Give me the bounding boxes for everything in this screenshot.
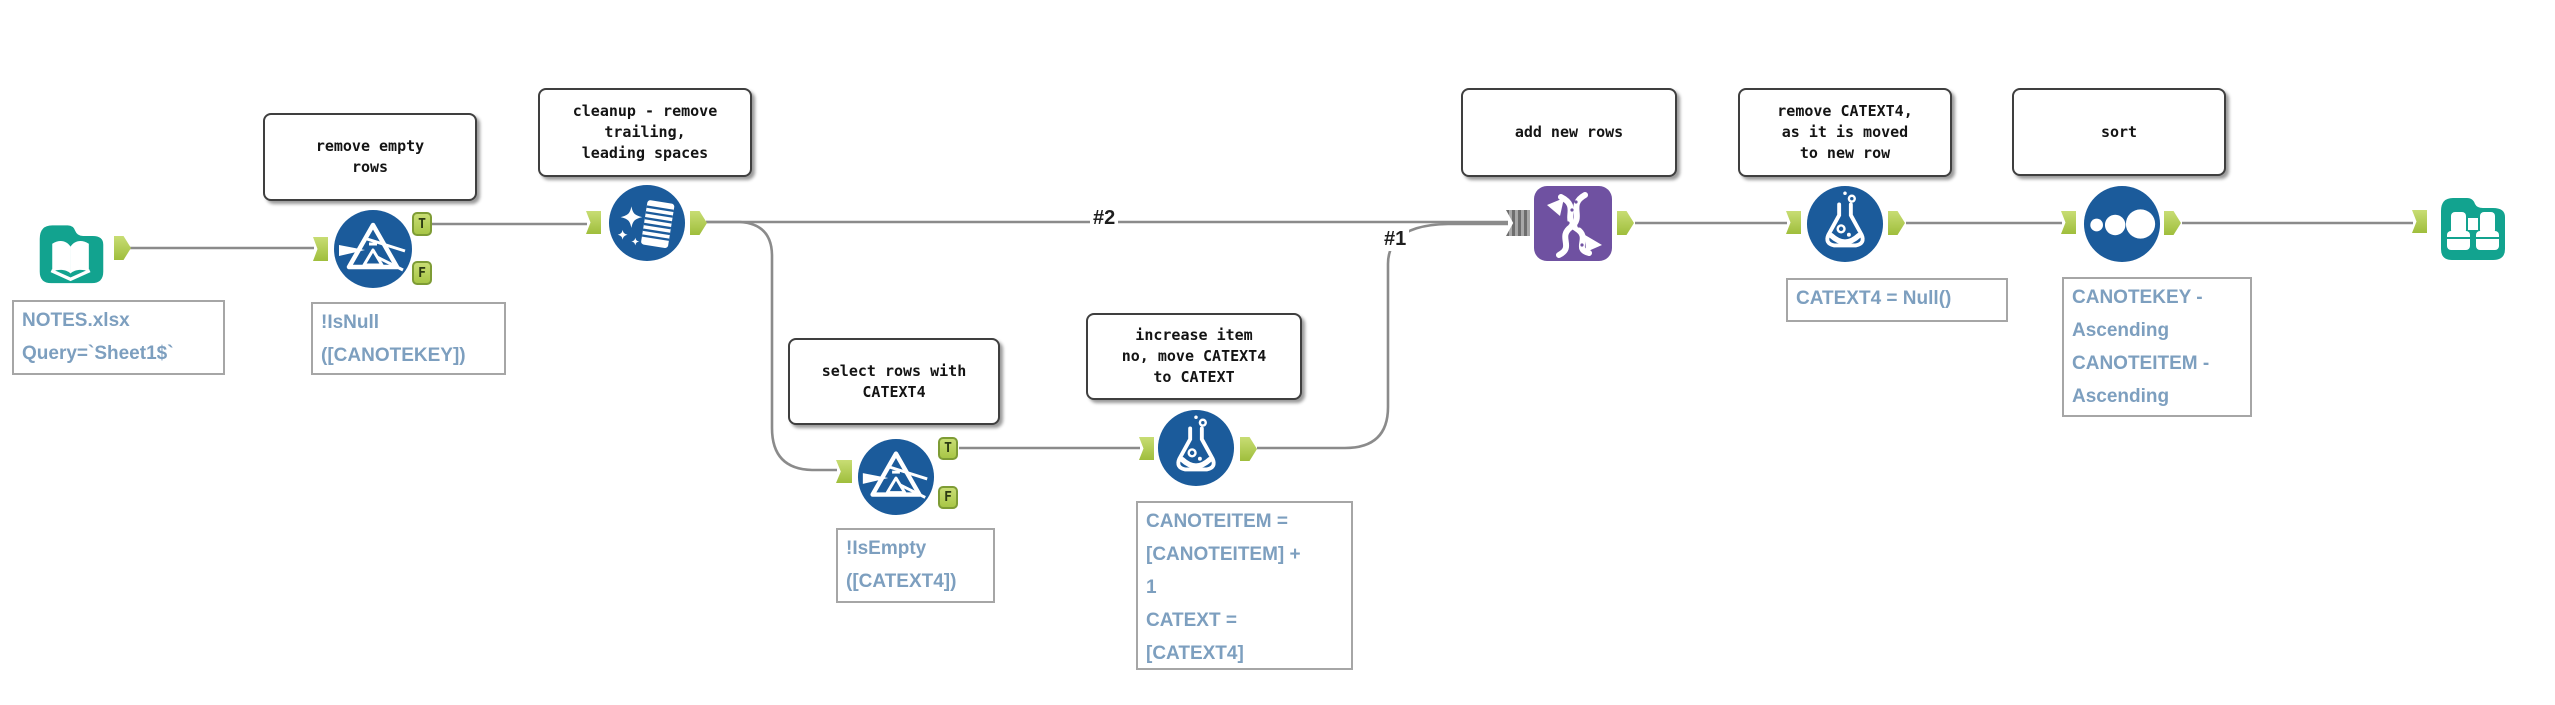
union-output-anchor[interactable] <box>1617 211 1634 235</box>
comment-remove-catext4[interactable]: remove CATEXT4, as it is moved to new ro… <box>1738 88 1952 177</box>
wire-formula1-to-union <box>1257 222 1508 450</box>
sparkle-table-icon <box>608 184 686 262</box>
connection-label-2: #2 <box>1090 207 1119 230</box>
comment-select-rows[interactable]: select rows with CATEXT4 <box>788 338 1000 425</box>
sort-input-anchor[interactable] <box>2061 211 2076 234</box>
union-tool[interactable] <box>1533 185 1613 262</box>
filter2-true-anchor[interactable]: T <box>938 437 958 460</box>
comment-cleanup[interactable]: cleanup - remove trailing, leading space… <box>538 88 752 177</box>
filter-tool-2[interactable] <box>857 438 935 516</box>
filter2-input-anchor[interactable] <box>836 460 852 483</box>
flask-icon <box>1806 185 1884 263</box>
browse-tool[interactable] <box>2435 183 2511 263</box>
formula-tool-2[interactable] <box>1806 185 1884 263</box>
filter1-input-anchor[interactable] <box>313 237 328 261</box>
connection-label-1: #1 <box>1381 228 1410 251</box>
cleansing-input-anchor[interactable] <box>586 211 601 234</box>
annotation-formula1[interactable]: CANOTEITEM = [CANOTEITEM] + 1 CATEXT = [… <box>1136 501 1353 670</box>
formula1-output-anchor[interactable] <box>1240 437 1257 461</box>
comment-remove-empty-rows[interactable]: remove empty rows <box>263 113 477 201</box>
sort-tool[interactable] <box>2083 185 2161 263</box>
annotation-sort[interactable]: CANOTEKEY - Ascending CANOTEITEM - Ascen… <box>2062 277 2252 417</box>
cleansing-output-anchor[interactable] <box>690 211 707 235</box>
annotation-filter2[interactable]: !IsEmpty ([CATEXT4]) <box>836 528 995 603</box>
annotation-input[interactable]: NOTES.xlsx Query=`Sheet1$` <box>12 300 225 375</box>
annotation-filter1[interactable]: !IsNull ([CANOTEKEY]) <box>311 302 506 375</box>
filter1-true-anchor[interactable]: T <box>412 212 432 236</box>
browse-input-anchor[interactable] <box>2412 210 2427 233</box>
comment-add-new-rows[interactable]: add new rows <box>1461 88 1677 177</box>
formula1-input-anchor[interactable] <box>1139 437 1154 460</box>
helix-icon <box>1533 185 1613 262</box>
input-data-tool[interactable] <box>33 210 110 287</box>
flask-icon <box>1157 409 1235 487</box>
filter1-false-anchor[interactable]: F <box>412 261 432 285</box>
annotation-formula2[interactable]: CATEXT4 = Null() <box>1786 278 2008 322</box>
formula2-input-anchor[interactable] <box>1786 211 1801 234</box>
book-folder-icon <box>33 210 110 287</box>
binoculars-icon <box>2435 183 2511 263</box>
dots-icon <box>2083 185 2161 263</box>
filter2-false-anchor[interactable]: F <box>938 486 958 509</box>
input-output-anchor[interactable] <box>114 236 131 260</box>
filter-prism-icon <box>857 438 935 516</box>
wire-cleanse-to-filter2 <box>706 220 837 472</box>
comment-increase-item[interactable]: increase item no, move CATEXT4 to CATEXT <box>1086 313 1302 400</box>
comment-sort[interactable]: sort <box>2012 88 2226 176</box>
formula2-output-anchor[interactable] <box>1888 211 1905 235</box>
filter-tool-1[interactable] <box>333 209 413 289</box>
formula-tool-1[interactable] <box>1157 409 1235 487</box>
sort-output-anchor[interactable] <box>2164 211 2181 235</box>
filter-prism-icon <box>333 209 413 289</box>
data-cleansing-tool[interactable] <box>608 184 686 262</box>
